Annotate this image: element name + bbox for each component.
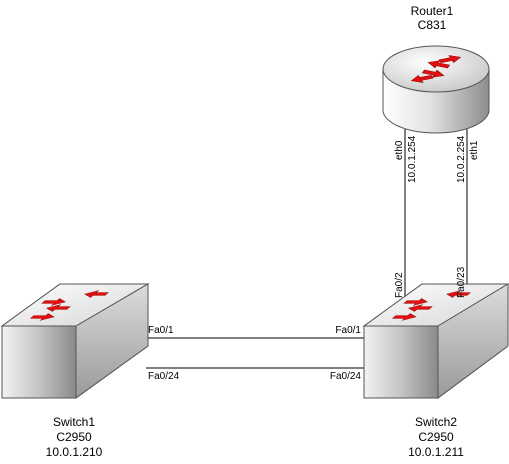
switch2-name: Switch2 [415,415,457,429]
switch1-icon[interactable] [0,283,150,399]
router-model: C831 [418,18,447,32]
port-sw2-fa02: Fa0/2 [394,272,405,298]
switch2-model: C2950 [418,430,454,444]
router-eth1-ip: 10.0.2.254 [456,135,467,183]
switch1-ip: 10.0.1.210 [46,445,103,459]
port-sw2-fa023: Fa0/23 [456,266,467,298]
switch1-name: Switch1 [53,415,95,429]
switch1-model: C2950 [56,430,92,444]
router-name: Router1 [411,4,454,18]
port-sw2-fa024: Fa0/24 [330,371,362,382]
router-icon[interactable] [382,45,490,134]
router-eth1-label: eth1 [469,140,480,160]
port-sw2-fa01: Fa0/1 [335,325,361,336]
switch2-icon[interactable] [362,283,509,399]
router-eth0-label: eth0 [394,140,405,160]
port-sw1-fa01: Fa0/1 [148,325,174,336]
port-sw1-fa024: Fa0/24 [148,371,180,382]
switch2-ip: 10.0.1.211 [408,445,464,459]
router-eth0-ip: 10.0.1.254 [407,135,418,183]
